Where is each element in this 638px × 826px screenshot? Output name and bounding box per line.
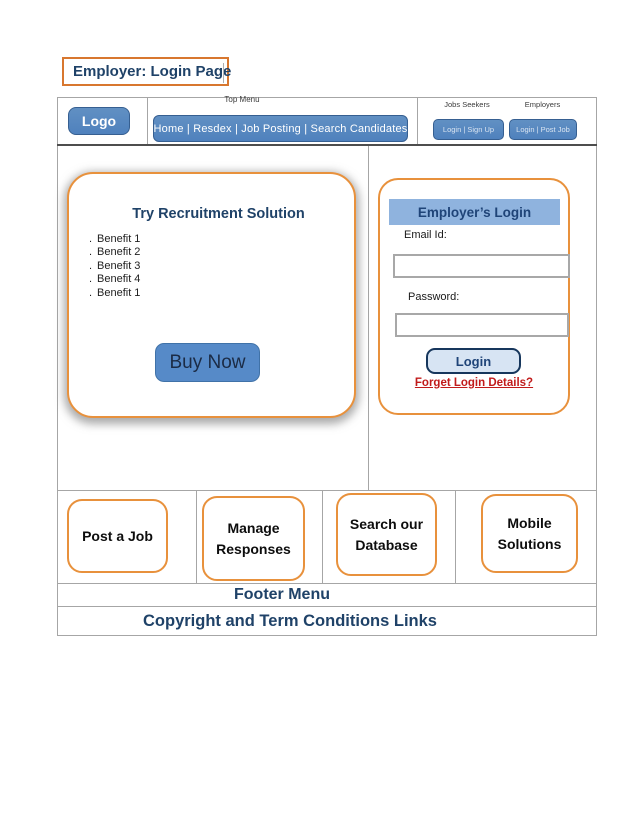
- benefit-list: .Benefit 1 .Benefit 2 .Benefit 3 .Benefi…: [89, 233, 140, 300]
- email-label: Email Id:: [404, 229, 447, 241]
- promo-title: Try Recruitment Solution: [132, 206, 305, 222]
- benefit-item: .Benefit 1: [89, 286, 141, 299]
- grid-line: [147, 97, 148, 144]
- manage-responses-box[interactable]: Manage Responses: [202, 496, 305, 581]
- employers-label: Employers: [524, 100, 561, 109]
- benefit-item: .Benefit 2: [89, 246, 141, 259]
- grid-line: [322, 490, 323, 583]
- grid-line: [57, 606, 597, 607]
- password-input[interactable]: [395, 313, 569, 337]
- login-button[interactable]: Login: [426, 348, 521, 374]
- copyright-links-label: Copyright and Term Conditions Links: [143, 612, 437, 630]
- text-cursor: [223, 63, 224, 83]
- benefit-item: .Benefit 4: [89, 273, 141, 286]
- employer-login-panel: Employer’s Login Email Id: Password: Log…: [378, 178, 570, 415]
- grid-line: [417, 97, 418, 144]
- wireframe-outer-border: [57, 97, 597, 636]
- grid-line: [57, 490, 597, 491]
- jobs-seekers-label: Jobs Seekers: [444, 100, 490, 109]
- grid-line: [455, 490, 456, 583]
- email-input[interactable]: [393, 254, 570, 278]
- forgot-login-link[interactable]: Forget Login Details?: [414, 377, 534, 389]
- footer-menu-label: Footer Menu: [234, 586, 330, 603]
- grid-line: [196, 490, 197, 583]
- page-title: Employer: Login Page: [73, 63, 232, 80]
- post-a-job-box[interactable]: Post a Job: [67, 499, 168, 573]
- logo-button[interactable]: Logo: [68, 107, 130, 135]
- search-database-box[interactable]: Search our Database: [336, 493, 437, 576]
- top-menu-label: Top Menu: [224, 95, 260, 104]
- employer-login-postjob-button[interactable]: Login | Post Job: [509, 119, 577, 140]
- buy-now-button[interactable]: Buy Now: [155, 343, 260, 382]
- recruitment-promo-box: Try Recruitment Solution .Benefit 1 .Ben…: [67, 172, 356, 418]
- password-label: Password:: [408, 291, 460, 303]
- benefit-item: .Benefit 3: [89, 259, 141, 272]
- page-title-box: Employer: Login Page: [62, 57, 232, 86]
- grid-line: [368, 146, 369, 490]
- grid-line: [57, 144, 597, 146]
- main-nav-menu[interactable]: Home | Resdex | Job Posting | Search Can…: [153, 115, 408, 142]
- mobile-solutions-box[interactable]: Mobile Solutions: [481, 494, 578, 573]
- jobseeker-login-signup-button[interactable]: Login | Sign Up: [433, 119, 504, 140]
- grid-line: [57, 583, 597, 584]
- benefit-item: .Benefit 1: [89, 233, 141, 245]
- login-panel-title: Employer’s Login: [389, 199, 560, 225]
